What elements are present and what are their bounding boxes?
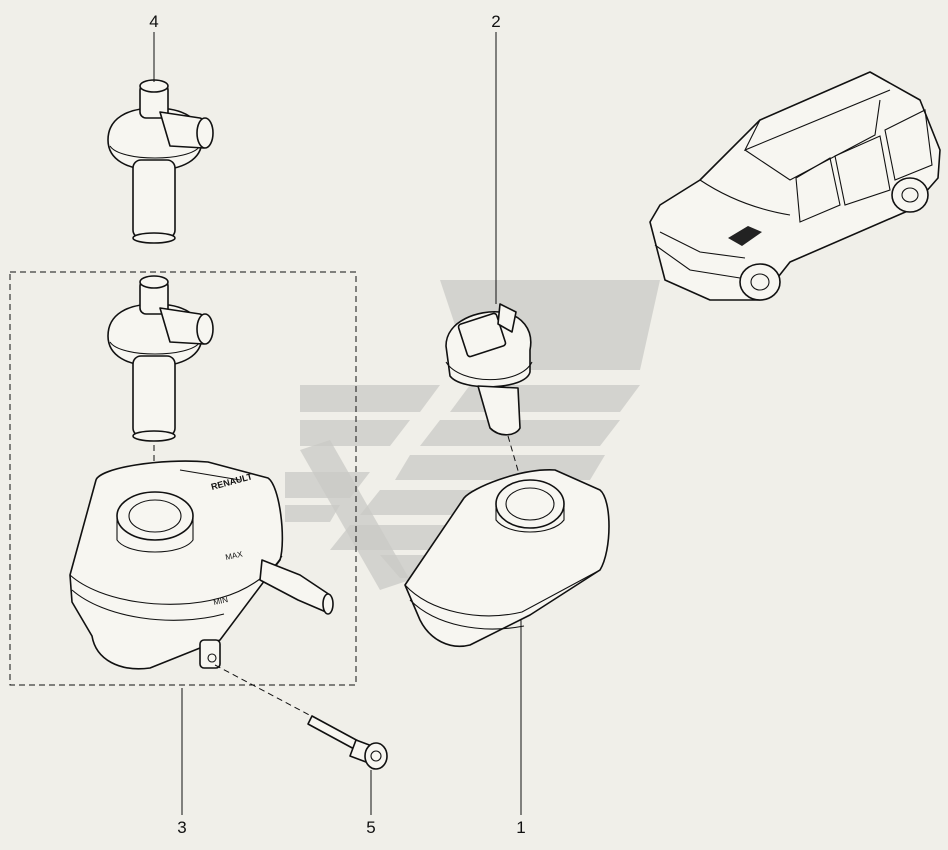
vehicle-highlight-marker [728, 226, 762, 246]
callout-1: 1 [516, 818, 526, 837]
assembly-3-frame [9, 271, 357, 686]
callout-4: 4 [149, 12, 159, 31]
callout-2: 2 [491, 12, 501, 31]
reservoir-max-text: MAX [225, 549, 244, 562]
part-3-reservoir: RENAULT MAX MIN [69, 460, 334, 670]
reservoir-min-text: MIN [213, 595, 229, 607]
part-3-level-sensor [107, 275, 214, 442]
callout-5: 5 [366, 818, 376, 837]
callout-3: 3 [177, 818, 187, 837]
part-4-level-sensor [107, 79, 214, 244]
part-1-reservoir [404, 469, 610, 647]
part-5-bolt [214, 664, 388, 770]
vehicle-illustration [649, 71, 941, 301]
part-2-cap [445, 303, 533, 506]
